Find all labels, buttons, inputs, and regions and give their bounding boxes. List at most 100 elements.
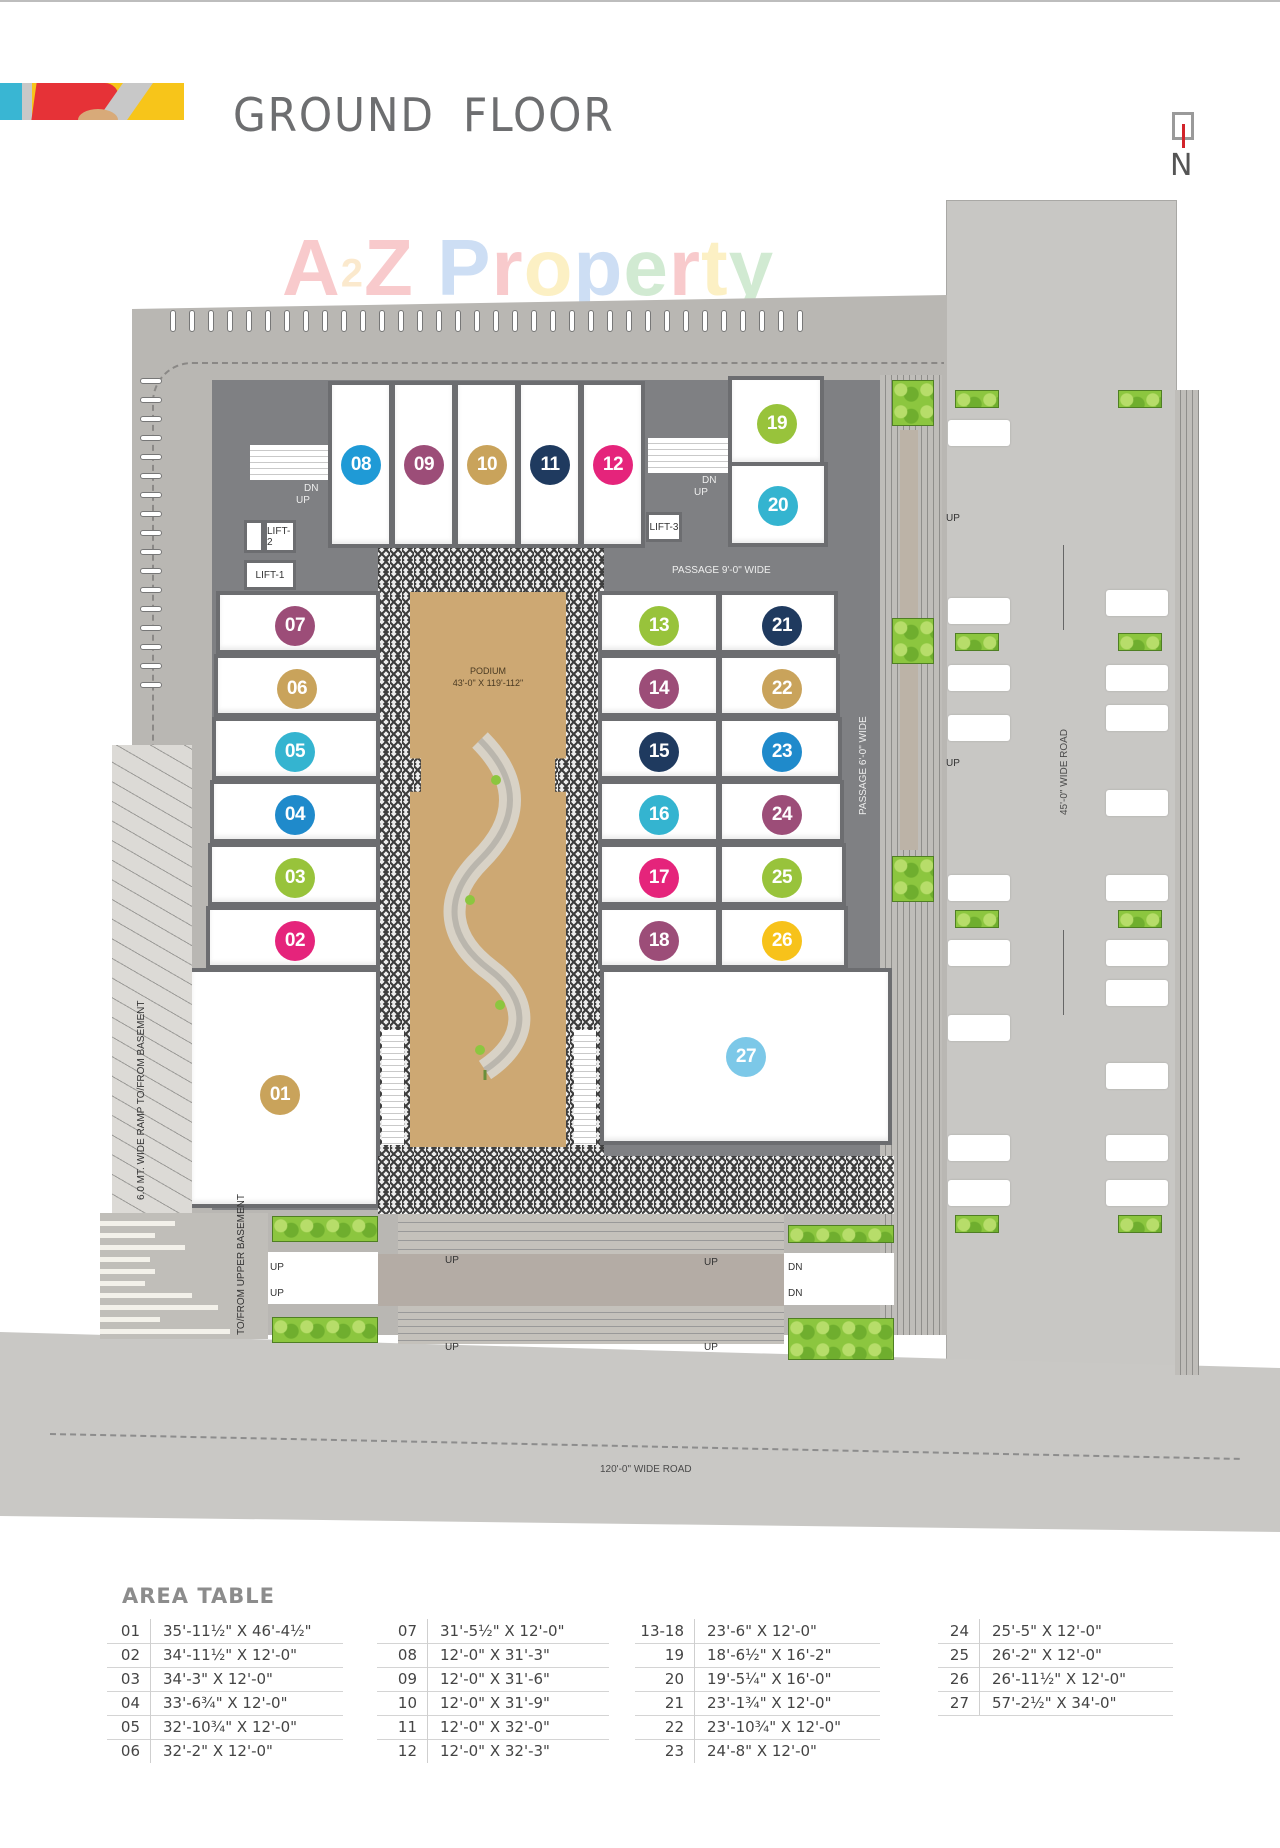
unit-badge-26: 26 [762,921,802,961]
unit-18[interactable]: 18 [598,906,720,969]
lift-1[interactable]: LIFT-1 [244,560,296,590]
unit-13[interactable]: 13 [598,591,720,654]
car-icon [1106,875,1168,901]
entrance-steps-top[interactable] [398,1214,784,1255]
up-label: UP [694,487,708,498]
entrance-plaza [378,1254,784,1306]
unit-05[interactable]: 05 [212,717,380,780]
unit-size: 33'-6¾" X 12'-0" [163,1694,288,1712]
unit-number: 03 [107,1667,151,1691]
basement-ramp[interactable] [112,745,192,1213]
unit-number: 24 [938,1619,980,1643]
passage-9ft-label: PASSAGE 9'-0" WIDE [672,565,771,576]
unit-badge-04: 04 [275,795,315,835]
table-row: 26 26'-11½" X 12'-0" [938,1667,1173,1692]
unit-badge-08: 08 [341,445,381,485]
unit-badge-17: 17 [639,858,679,898]
unit-number: 26 [938,1667,980,1691]
north-label: N [1170,148,1193,183]
unit-26[interactable]: 26 [718,906,848,969]
planter [892,856,934,902]
unit-badge-14: 14 [639,669,679,709]
unit-badge-10: 10 [467,445,507,485]
unit-number: 12 [377,1739,428,1763]
unit-size: 12'-0" X 31'-9" [440,1694,550,1712]
shaft [244,520,264,553]
car-icon [1106,705,1168,731]
unit-21[interactable]: 21 [718,591,838,654]
planter [272,1317,378,1343]
unit-24[interactable]: 24 [718,780,844,843]
staircase-right[interactable] [648,438,728,473]
podium-stair-right[interactable] [574,1030,596,1145]
unit-15[interactable]: 15 [598,717,720,780]
planter [1118,910,1162,928]
unit-14[interactable]: 14 [598,654,720,717]
car-icon [1106,1063,1168,1089]
up-label: UP [445,1342,459,1353]
entrance-steps-left[interactable] [268,1252,378,1304]
upper-basement-ramp[interactable] [100,1213,268,1339]
unit-19[interactable]: 19 [728,376,824,466]
car-icon [948,1180,1010,1206]
unit-08[interactable]: 08 [328,381,393,548]
planter [955,390,999,408]
podium-stair-left[interactable] [382,1030,404,1145]
entrance-steps-bottom[interactable] [398,1306,784,1344]
lift-3[interactable]: LIFT-3 [646,512,682,542]
unit-23[interactable]: 23 [718,717,842,780]
planter [1118,1215,1162,1233]
unit-27[interactable]: 27 [600,968,892,1145]
up-label: UP [946,513,960,524]
brand-logo [0,83,184,120]
unit-10[interactable]: 10 [454,381,519,548]
entrance-steps-right[interactable] [784,1253,894,1305]
unit-badge-09: 09 [404,445,444,485]
unit-22[interactable]: 22 [718,654,840,717]
unit-size: 31'-5½" X 12'-0" [440,1622,565,1640]
ramp-label: 6.0 MT. WIDE RAMP TO/FROM BASEMENT [136,1000,147,1200]
area-table-title: AREA TABLE [122,1584,276,1608]
unit-16[interactable]: 16 [598,780,720,843]
bike-parking-left [140,378,166,718]
unit-number: 08 [377,1643,428,1667]
car-icon [1106,1135,1168,1161]
car-icon [1106,940,1168,966]
unit-11[interactable]: 11 [517,381,582,548]
unit-20[interactable]: 20 [728,462,828,547]
unit-07[interactable]: 07 [216,591,380,654]
lift-2[interactable]: LIFT-2 [264,520,296,553]
unit-02[interactable]: 02 [206,906,380,969]
podium-dims: 43'-0" X 119'-112" [452,678,524,688]
unit-number: 22 [635,1715,695,1739]
unit-03[interactable]: 03 [208,843,380,906]
dn-label: DN [304,483,319,494]
table-row: 24 25'-5" X 12'-0" [938,1619,1173,1644]
unit-04[interactable]: 04 [210,780,380,843]
unit-size: 25'-5" X 12'-0" [992,1622,1102,1640]
unit-badge-03: 03 [275,858,315,898]
unit-09[interactable]: 09 [391,381,456,548]
unit-06[interactable]: 06 [214,654,380,717]
unit-size: 26'-11½" X 12'-0" [992,1670,1127,1688]
staircase-left[interactable] [250,445,330,480]
unit-size: 34'-11½" X 12'-0" [163,1646,298,1664]
unit-01[interactable]: 01 [188,968,380,1208]
unit-number: 02 [107,1643,151,1667]
unit-badge-18: 18 [639,921,679,961]
planter [788,1225,894,1243]
unit-size: 23'-6" X 12'-0" [707,1622,817,1640]
unit-badge-24: 24 [762,795,802,835]
unit-17[interactable]: 17 [598,843,720,906]
unit-12[interactable]: 12 [580,381,645,548]
unit-25[interactable]: 25 [718,843,846,906]
